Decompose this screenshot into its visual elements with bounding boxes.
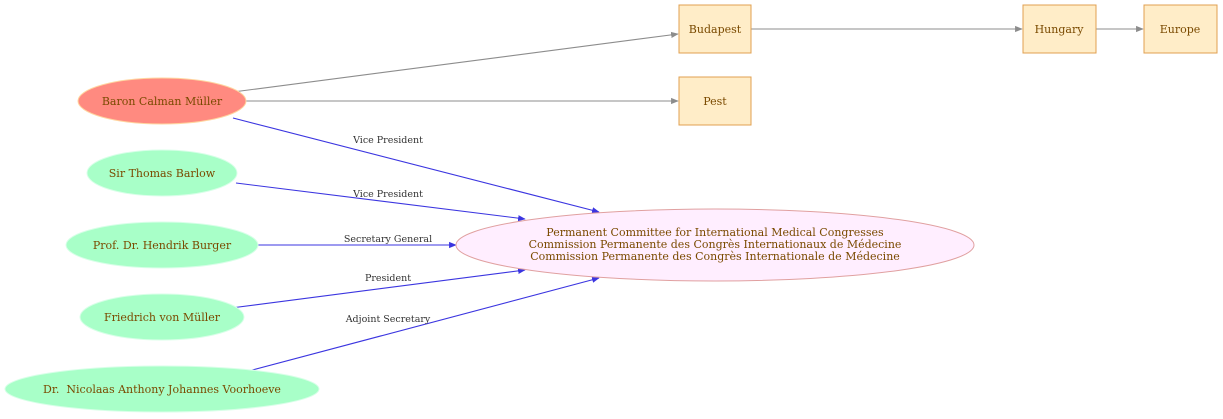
org-node-committee[interactable]: Permanent Committee for International Me… [455, 208, 975, 282]
edge-label-burger-role: Secretary General [344, 234, 432, 245]
person-node-calman-muller[interactable]: Baron Calman Müller [77, 77, 247, 125]
place-node-europe[interactable]: Europe [1143, 4, 1218, 54]
place-node-budapest[interactable]: Budapest [678, 4, 752, 54]
node-label-calman-muller: Baron Calman Müller [102, 95, 223, 108]
committee-name-fr-1: Commission Permanente des Congrès Intern… [529, 238, 902, 251]
node-label-europe: Europe [1160, 23, 1201, 36]
person-node-thomas-barlow[interactable]: Sir Thomas Barlow [86, 149, 238, 197]
node-label-hungary: Hungary [1035, 23, 1085, 36]
committee-name-fr-2: Commission Permanente des Congrès Intern… [530, 250, 900, 263]
edge-calman-committee [232, 117, 600, 214]
place-node-pest[interactable]: Pest [678, 76, 752, 126]
edge-label-voorhoeve-role: Adjoint Secretary [345, 314, 431, 325]
node-label-pest: Pest [703, 95, 727, 108]
node-label-thomas-barlow: Sir Thomas Barlow [109, 167, 216, 180]
person-node-voorhoeve[interactable]: Dr. Nicolaas Anthony Johannes Voorhoeve [4, 365, 320, 413]
node-label-hendrik-burger: Prof. Dr. Hendrik Burger [93, 239, 232, 252]
committee-name-en: Permanent Committee for International Me… [546, 226, 884, 239]
role-edges [230, 117, 600, 373]
edge-friedrich-committee [230, 267, 526, 309]
node-label-friedrich-muller: Friedrich von Müller [104, 311, 221, 324]
edge-calman-budapest [232, 31, 679, 93]
edge-label-calman-role: Vice President [352, 135, 423, 146]
edge-voorhoeve-committee [244, 276, 600, 373]
edge-barlow-committee [235, 182, 526, 222]
node-label-budapest: Budapest [689, 23, 742, 36]
edge-label-barlow-role: Vice President [352, 189, 423, 200]
place-edges [232, 25, 1144, 105]
person-node-hendrik-burger[interactable]: Prof. Dr. Hendrik Burger [65, 221, 259, 269]
place-node-hungary[interactable]: Hungary [1022, 4, 1097, 54]
edge-labels: Vice President Vice President Secretary … [344, 135, 432, 325]
person-node-friedrich-muller[interactable]: Friedrich von Müller [79, 293, 245, 341]
edge-label-friedrich-role: President [365, 273, 411, 284]
node-label-voorhoeve: Dr. Nicolaas Anthony Johannes Voorhoeve [43, 383, 281, 396]
